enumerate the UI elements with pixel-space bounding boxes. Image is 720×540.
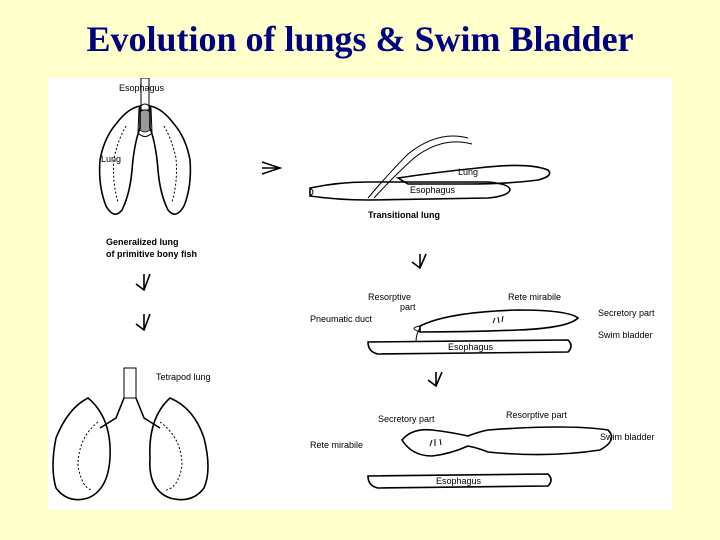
label-generalized-2: of primitive bony fish	[106, 249, 197, 259]
label-trans-lung: Lung	[458, 167, 478, 177]
label-rete-mirabile-1: Rete mirabile	[508, 292, 561, 302]
label-resorptive-part-2: Resorptive part	[506, 410, 568, 420]
label-secretory-1: Secretory part	[598, 308, 655, 318]
swim-bladder-figure-2	[367, 426, 613, 489]
label-esophagus-mid: Esophagus	[448, 342, 494, 352]
label-lung-left: Lung	[101, 154, 121, 164]
transitional-lung-figure	[309, 135, 551, 201]
generalized-lung-figure	[98, 78, 192, 215]
label-pneumatic-duct: Pneumatic duct	[310, 314, 373, 324]
label-swim-bladder-1: Swim bladder	[598, 330, 653, 340]
label-tetrapod-lung: Tetrapod lung	[156, 372, 211, 382]
arrow-right-icon	[261, 161, 283, 175]
arrow-down-icon-3	[135, 313, 151, 332]
label-esophagus-bottom: Esophagus	[436, 476, 482, 486]
label-resorptive-2: part	[400, 302, 416, 312]
label-secretory-2: Secretory part	[378, 414, 435, 424]
arrow-down-icon-2	[135, 273, 151, 292]
diagram-panel: Esophagus Lung Generalized lung of primi…	[48, 78, 672, 510]
tetrapod-lung-figure	[52, 367, 209, 501]
label-rete-mirabile-2: Rete mirabile	[310, 440, 363, 450]
arrow-down-icon-4	[427, 371, 443, 388]
slide-title: Evolution of lungs & Swim Bladder	[86, 19, 634, 59]
label-transitional-lung: Transitional lung	[368, 210, 440, 220]
lung-evolution-diagram: Esophagus Lung Generalized lung of primi…	[52, 78, 655, 501]
label-generalized-1: Generalized lung	[106, 237, 179, 247]
label-esophagus-top: Esophagus	[119, 83, 165, 93]
label-trans-esophagus: Esophagus	[410, 185, 456, 195]
arrow-down-icon-1	[411, 253, 427, 270]
swim-bladder-figure-1	[367, 309, 580, 355]
label-resorptive-1: Resorptive	[368, 292, 411, 302]
label-swim-bladder-2: Swim bladder	[600, 432, 655, 442]
